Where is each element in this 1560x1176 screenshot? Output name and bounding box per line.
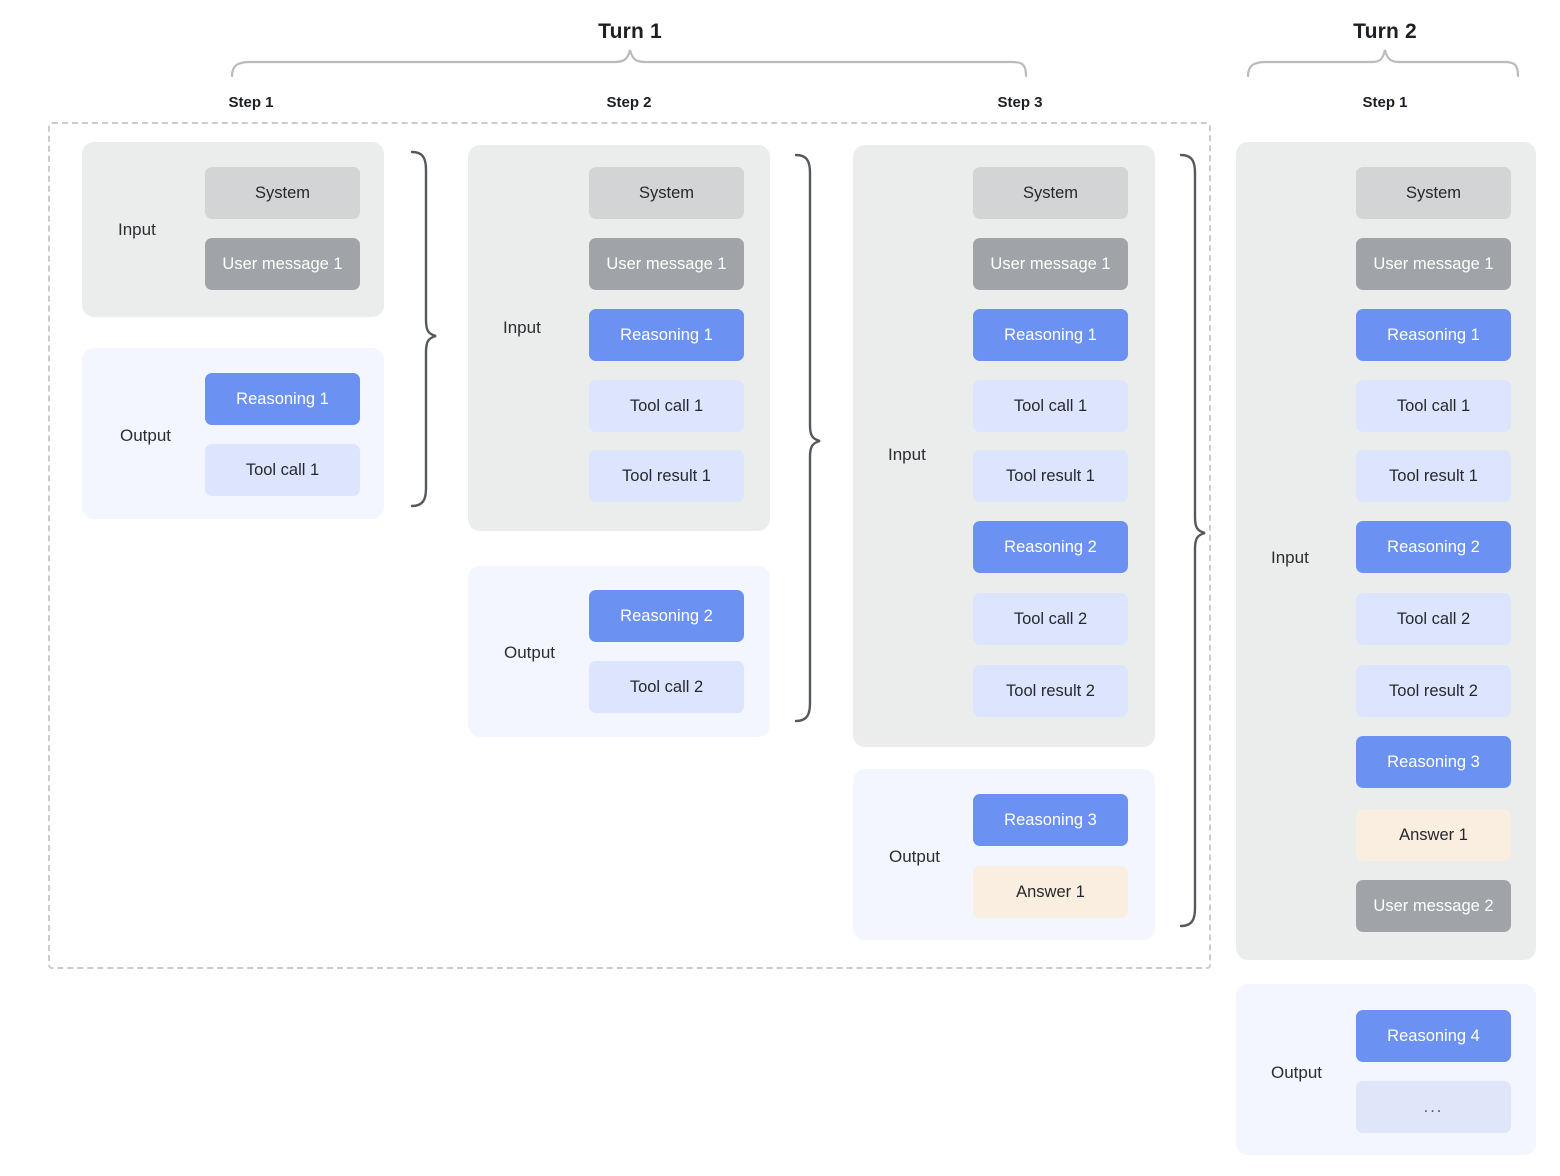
chip-t2s1-in-2[interactable]: Reasoning 1 <box>1356 309 1511 361</box>
chip-t1s3-in-4[interactable]: Tool result 1 <box>973 450 1128 502</box>
chip-t1s3-in-5[interactable]: Reasoning 2 <box>973 521 1128 573</box>
chip-t2s1-in-7[interactable]: Tool result 2 <box>1356 665 1511 717</box>
turn-1-top-brace <box>230 49 1028 78</box>
chip-t1s1-out-0[interactable]: Reasoning 1 <box>205 373 360 425</box>
chip-t1s2-in-4[interactable]: Tool result 1 <box>589 450 744 502</box>
chip-t2s1-in-3[interactable]: Tool call 1 <box>1356 380 1511 432</box>
chip-t1s2-in-1[interactable]: User message 1 <box>589 238 744 290</box>
chip-t1s1-in-1[interactable]: User message 1 <box>205 238 360 290</box>
chip-t1s3-in-3[interactable]: Tool call 1 <box>973 380 1128 432</box>
chip-t1s3-out-1[interactable]: Answer 1 <box>973 866 1128 918</box>
chip-t2s1-out-0[interactable]: Reasoning 4 <box>1356 1010 1511 1062</box>
turn-2-top-brace <box>1246 49 1520 78</box>
chip-t1s3-in-2[interactable]: Reasoning 1 <box>973 309 1128 361</box>
chip-t1s3-in-0[interactable]: System <box>973 167 1128 219</box>
step-label-t1s3: Step 3 <box>997 94 1043 111</box>
panel-label-t2s1-input: Input <box>1271 548 1309 567</box>
step-label-t2s1: Step 1 <box>1362 94 1408 111</box>
panel-label-t1s2-output: Output <box>504 643 556 662</box>
panel-label-t1s1-output: Output <box>120 426 172 445</box>
panel-label-t1s3-input: Input <box>888 445 926 464</box>
chip-t1s3-in-6[interactable]: Tool call 2 <box>973 593 1128 645</box>
chip-t2s1-in-8[interactable]: Reasoning 3 <box>1356 736 1511 788</box>
step-label-t1s2: Step 2 <box>606 94 652 111</box>
panel-label-t1s1-input: Input <box>118 220 156 239</box>
chip-t1s1-in-0[interactable]: System <box>205 167 360 219</box>
turn-1-boundary <box>48 122 1211 969</box>
turn-2-title: Turn 2 <box>1353 20 1417 43</box>
chip-t1s3-in-7[interactable]: Tool result 2 <box>973 665 1128 717</box>
chip-t2s1-in-6[interactable]: Tool call 2 <box>1356 593 1511 645</box>
chip-t2s1-in-1[interactable]: User message 1 <box>1356 238 1511 290</box>
chip-t2s1-in-0[interactable]: System <box>1356 167 1511 219</box>
chip-t2s1-in-10[interactable]: User message 2 <box>1356 880 1511 932</box>
panel-label-t1s3-output: Output <box>889 847 941 866</box>
chip-t1s2-in-2[interactable]: Reasoning 1 <box>589 309 744 361</box>
chip-t2s1-in-5[interactable]: Reasoning 2 <box>1356 521 1511 573</box>
chip-t1s2-out-0[interactable]: Reasoning 2 <box>589 590 744 642</box>
chip-t1s2-in-3[interactable]: Tool call 1 <box>589 380 744 432</box>
step-label-t1s1: Step 1 <box>228 94 274 111</box>
chip-t2s1-out-1[interactable]: ... <box>1356 1081 1511 1133</box>
chip-t1s3-in-1[interactable]: User message 1 <box>973 238 1128 290</box>
chip-t2s1-in-4[interactable]: Tool result 1 <box>1356 450 1511 502</box>
panel-label-t1s2-input: Input <box>503 318 541 337</box>
chip-t1s2-out-1[interactable]: Tool call 2 <box>589 661 744 713</box>
chip-t2s1-in-9[interactable]: Answer 1 <box>1356 809 1511 861</box>
turn-1-title: Turn 1 <box>598 20 662 43</box>
panel-label-t2s1-output: Output <box>1271 1063 1323 1082</box>
chip-t1s1-out-1[interactable]: Tool call 1 <box>205 444 360 496</box>
chip-t1s2-in-0[interactable]: System <box>589 167 744 219</box>
chip-t1s3-out-0[interactable]: Reasoning 3 <box>973 794 1128 846</box>
